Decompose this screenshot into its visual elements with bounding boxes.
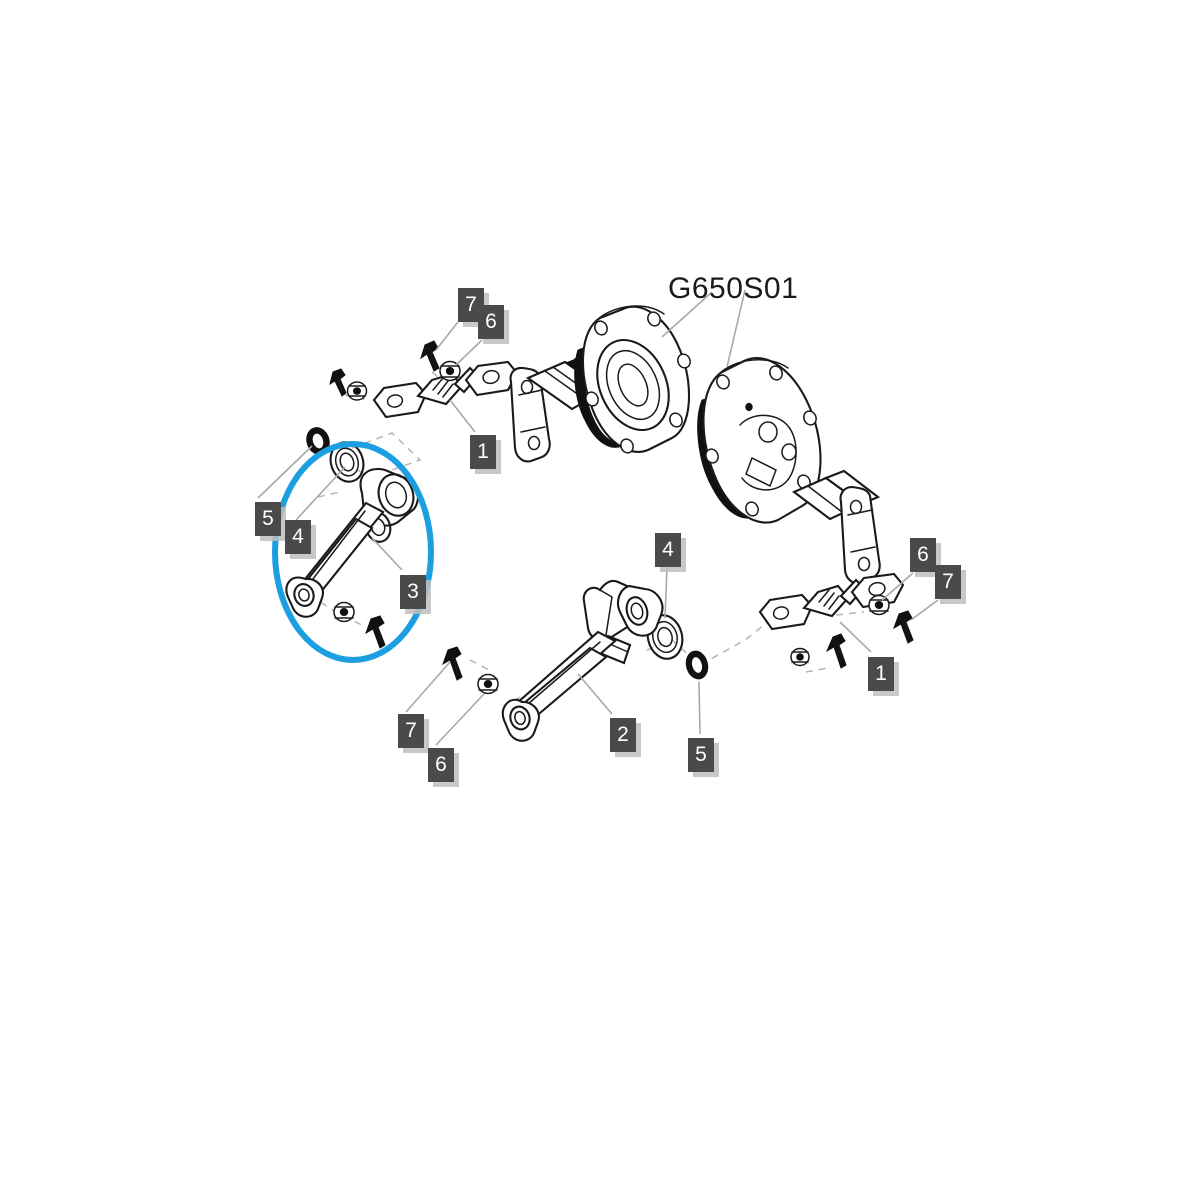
callout-6-bottom[interactable]: 6 [428,748,454,782]
tie-rod-assembly-left [372,360,519,419]
hardware-left-outer [329,368,368,401]
callout-1-right[interactable]: 1 [868,657,894,691]
callout-7-bottom[interactable]: 7 [398,714,424,748]
callout-5-bottom[interactable]: 5 [688,738,714,772]
hardware-left-lower [333,601,386,649]
diagram-title: G650S01 [668,272,799,305]
washer-oring-center [646,614,709,680]
tie-rod-assembly-right [758,572,905,631]
oring-washer-left [306,427,365,483]
callout-leader-lines [257,289,939,746]
hardware-top [420,340,461,382]
callout-7-right[interactable]: 7 [935,565,961,599]
callout-4-left[interactable]: 4 [285,520,311,554]
hardware-right [790,594,914,669]
callout-2-bottom[interactable]: 2 [610,718,636,752]
front-axle-hub-housing-right [697,356,881,585]
callout-3-left[interactable]: 3 [400,575,426,609]
callout-1-left[interactable]: 1 [470,435,496,469]
highlight-ellipse [272,441,434,663]
callout-4-center[interactable]: 4 [655,533,681,567]
callout-6-top[interactable]: 6 [478,305,504,339]
hardware-bottom-left [442,646,499,695]
front-axle-hub-housing-left [525,305,691,454]
callout-5-left[interactable]: 5 [255,502,281,536]
steering-knuckle-arm-left [285,468,419,618]
steering-drag-link-arm-center [501,579,664,742]
callout-6-right[interactable]: 6 [910,538,936,572]
